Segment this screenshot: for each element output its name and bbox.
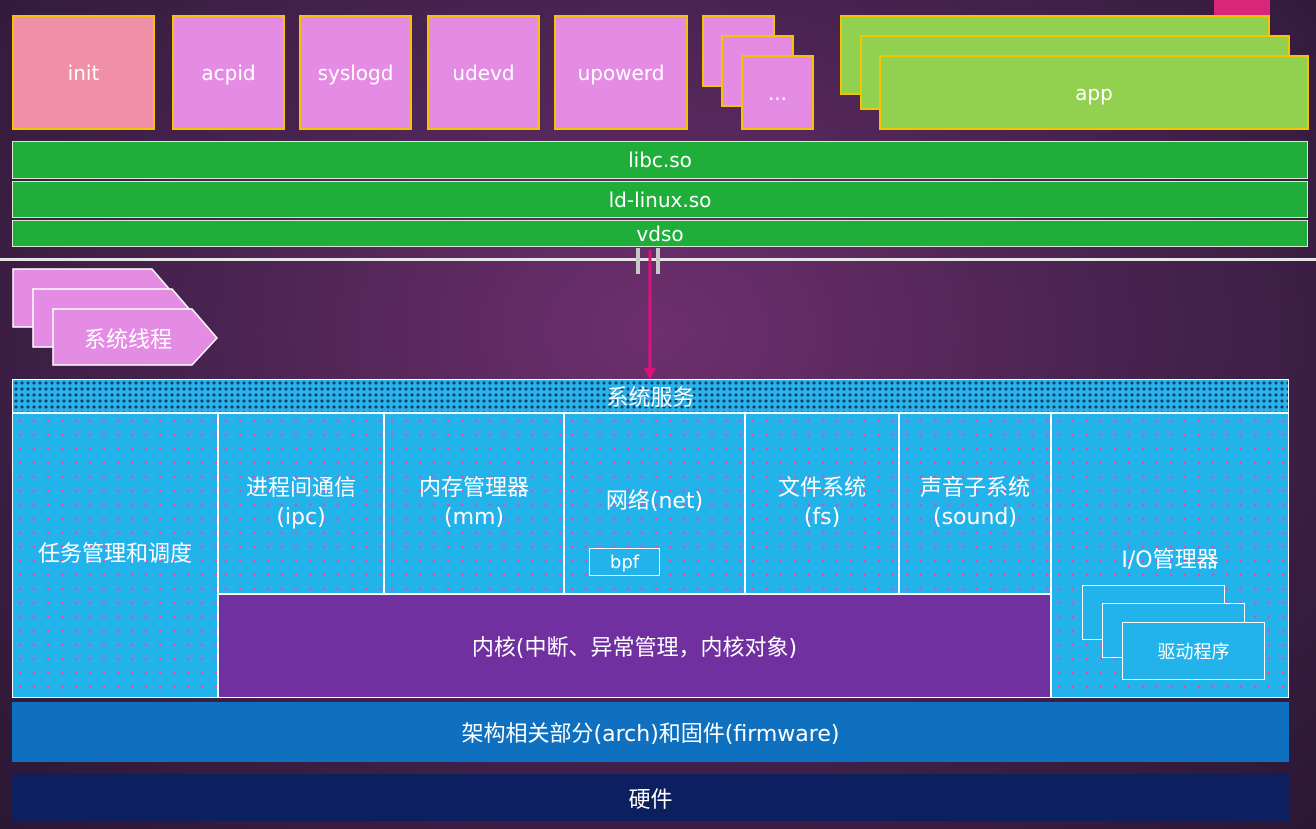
- process-upowerd: upowerd: [554, 15, 688, 130]
- process-label: upowerd: [577, 60, 665, 85]
- module-sound: 声音子系统(sound): [899, 413, 1051, 594]
- syscall-arrow: [636, 248, 660, 380]
- module-bpf: bpf: [589, 548, 660, 576]
- system-service-label: 系统服务: [606, 386, 695, 411]
- system-service-bar: 系统服务: [12, 379, 1289, 413]
- process-label: app: [1075, 80, 1113, 105]
- kernel-core: 内核(中断、异常管理，内核对象): [218, 594, 1051, 698]
- process-init: init: [12, 15, 155, 130]
- drivers: 驱动程序: [1122, 622, 1265, 680]
- process-acpid: acpid: [172, 15, 285, 130]
- process-udevd: udevd: [427, 15, 540, 130]
- module-task-management: 任务管理和调度: [12, 413, 218, 698]
- process-app: app: [879, 55, 1309, 130]
- arch-firmware-layer: 架构相关部分(arch)和固件(firmware): [12, 702, 1289, 762]
- module-mm: 内存管理器(mm): [384, 413, 564, 594]
- system-threads-label: 系统线程: [83, 328, 172, 353]
- process-label: ...: [767, 80, 788, 105]
- process-more: ...: [741, 55, 814, 130]
- process-label: udevd: [452, 60, 515, 85]
- decorative-corner: [1214, 0, 1270, 18]
- lib-label: ld-linux.so: [608, 187, 712, 212]
- process-syslogd: syslogd: [299, 15, 412, 130]
- module-net: 网络(net): [564, 413, 745, 594]
- module-ipc: 进程间通信(ipc): [218, 413, 384, 594]
- system-threads-shape: [12, 268, 219, 366]
- lib-vdso: vdso: [12, 220, 1308, 247]
- process-label: syslogd: [317, 60, 394, 85]
- lib-label: vdso: [636, 221, 684, 246]
- io-manager-label: I/O管理器: [1121, 548, 1219, 573]
- lib-label: libc.so: [628, 148, 692, 172]
- hardware-layer: 硬件: [12, 774, 1289, 821]
- process-label: init: [67, 60, 100, 85]
- lib-libc: libc.so: [12, 141, 1308, 179]
- process-label: acpid: [201, 60, 256, 85]
- module-fs: 文件系统(fs): [745, 413, 899, 594]
- lib-ld-linux: ld-linux.so: [12, 181, 1308, 218]
